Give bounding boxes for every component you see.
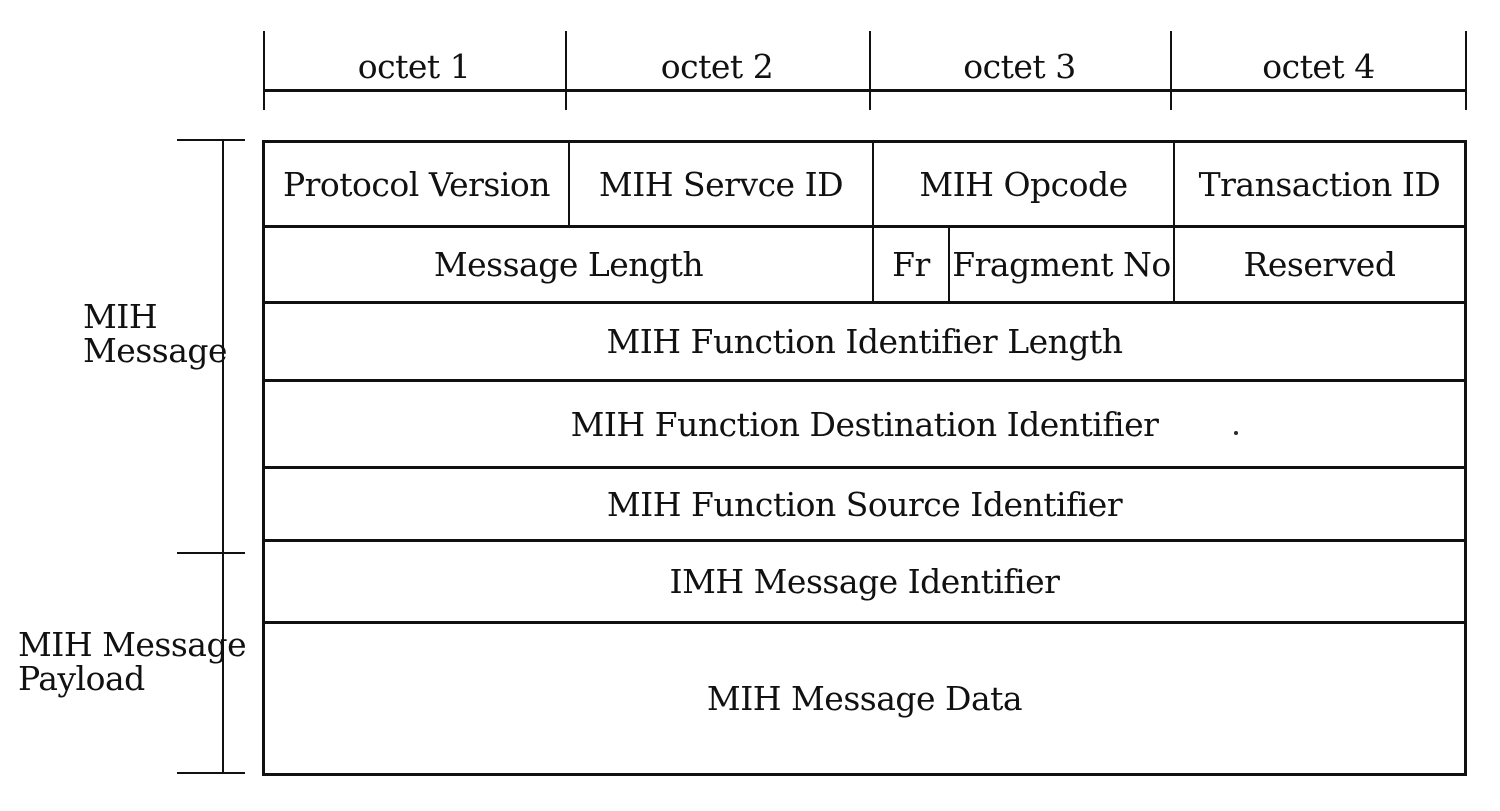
field-mih-function-source-identifier: MIH Function Source Identifier	[606, 484, 1123, 524]
table-row: MIH Function Destination Identifier	[265, 382, 1464, 469]
field-reserved: Reserved	[1173, 228, 1464, 301]
octet-ruler-tick	[1465, 31, 1467, 110]
table-row: Protocol Version MIH Servce ID MIH Opcod…	[265, 143, 1464, 228]
field-mih-function-destination-identifier: MIH Function Destination Identifier	[570, 404, 1159, 444]
bracket-stem	[222, 140, 224, 774]
octet-ruler-tick	[263, 31, 265, 110]
table-row: MIH Message Data	[265, 624, 1464, 773]
field-fr: Fr	[872, 228, 948, 301]
octet-4-label: octet 4	[1262, 47, 1375, 86]
octet-3-label: octet 3	[963, 47, 1076, 86]
octet-ruler-tick	[869, 31, 871, 110]
field-message-length: Message Length	[433, 245, 704, 284]
octet-1-label: octet 1	[357, 47, 471, 86]
mih-message-payload-label: MIH Message Payload	[18, 625, 247, 698]
table-row: MIH Function Identifier Length	[265, 304, 1464, 382]
field-fragment-no: Fragment No	[948, 228, 1173, 301]
field-mih-opcode: MIH Opcode	[872, 143, 1173, 225]
field-transaction-id: Transaction ID	[1173, 143, 1464, 225]
field-protocol-version: Protocol Version	[282, 164, 551, 204]
packet-structure-table: Protocol Version MIH Servce ID MIH Opcod…	[262, 140, 1467, 776]
table-row: IMH Message Identifier	[265, 542, 1464, 624]
bracket-tick-bottom	[177, 772, 245, 774]
table-row: Message Length Fr Fragment No Reserved	[265, 228, 1464, 304]
field-imh-message-identifier: IMH Message Identifier	[669, 562, 1060, 601]
field-mih-message-data: MIH Message Data	[706, 679, 1023, 718]
octet-ruler-line	[263, 89, 1467, 92]
octet-ruler-tick	[565, 31, 567, 110]
scan-speckle-dot	[1234, 431, 1238, 435]
field-mih-service-id: MIH Servce ID	[568, 143, 872, 225]
octet-2-label: octet 2	[660, 47, 774, 86]
bracket-tick-middle	[177, 552, 245, 554]
field-mih-function-identifier-length: MIH Function Identifier Length	[606, 322, 1123, 361]
table-row: MIH Function Source Identifier	[265, 469, 1464, 542]
octet-ruler-tick	[1170, 31, 1172, 110]
bracket-tick-top	[177, 139, 245, 141]
mih-message-label: MIH Message	[83, 297, 228, 370]
